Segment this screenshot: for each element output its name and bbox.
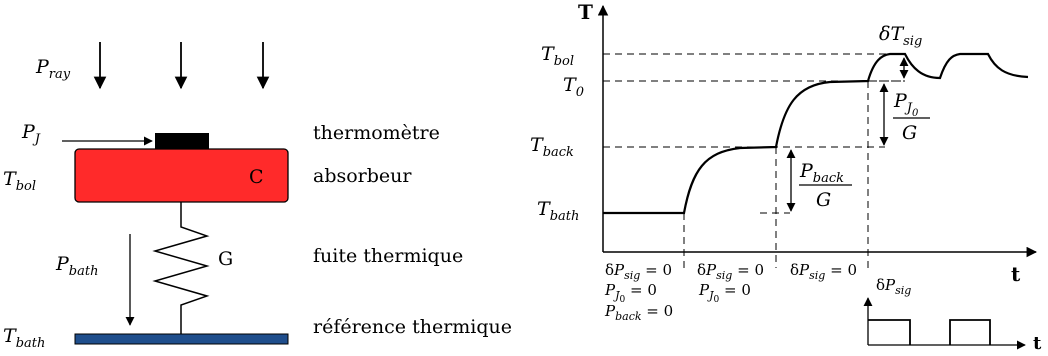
pulse-x-axis-label: t (1033, 333, 1042, 354)
thermal-leak-label: fuite thermique (313, 245, 463, 267)
pback-denominator: G (816, 189, 831, 211)
radiation-power-label: Pray (35, 56, 71, 82)
tbath-level-label: Tbath (537, 198, 579, 224)
y-axis-label: T (578, 0, 593, 24)
pj0-denominator: G (902, 122, 917, 144)
conductance-label: G (218, 248, 233, 270)
thermal-link-spring (152, 202, 210, 334)
bath-temperature-label: Tbath (3, 325, 45, 351)
bolometer-temperature-label: Tbol (3, 168, 36, 194)
absorber-label: absorbeur (313, 165, 412, 187)
dashed-guides (603, 53, 905, 268)
signal-pulse-plot: δPsig t (863, 276, 1042, 354)
tbol-level-label: Tbol (541, 43, 574, 69)
cond-col1-line3: Pback = 0 (604, 302, 673, 323)
joule-power-label: PJ (21, 121, 41, 147)
thermal-reference-block (74, 333, 289, 345)
tback-level-label: Tback (530, 134, 574, 160)
pj0-numerator: PJ0 (893, 90, 919, 119)
bolometer-schematic: Pray PJ C Tbol G Pbath Tbath thermomètre… (3, 42, 512, 351)
delta-tsig-label: δTsig (879, 23, 922, 49)
pulse-plot-label: δPsig (876, 276, 911, 297)
heat-capacity-label: C (249, 166, 264, 188)
thermometer-block (155, 133, 209, 149)
cond-col1-line1: δPsig = 0 (605, 261, 672, 282)
thermometer-label: thermomètre (313, 122, 440, 144)
temperature-time-plot: T t Tbol T0 Tback Tbath δTsig Pback G (530, 0, 1042, 354)
cond-col1-line2: PJ0 = 0 (604, 281, 657, 305)
cond-col2-line1: δPsig = 0 (697, 261, 764, 282)
cond-col2-line2: PJ0 = 0 (698, 281, 751, 305)
x-axis-label: t (1011, 262, 1021, 286)
pulse-train (868, 319, 991, 345)
temperature-curve (603, 52, 1029, 215)
pback-numerator: Pback (799, 160, 844, 186)
cond-col3-line1: δPsig = 0 (790, 261, 857, 282)
bottom-conditions: δPsig = 0 PJ0 = 0 Pback = 0 δPsig = 0 PJ… (604, 261, 857, 323)
radiation-arrows (93, 42, 270, 90)
thermal-reference-label: référence thermique (313, 316, 512, 338)
t0-level-label: T0 (563, 74, 584, 100)
bath-power-label: Pbath (55, 253, 98, 279)
